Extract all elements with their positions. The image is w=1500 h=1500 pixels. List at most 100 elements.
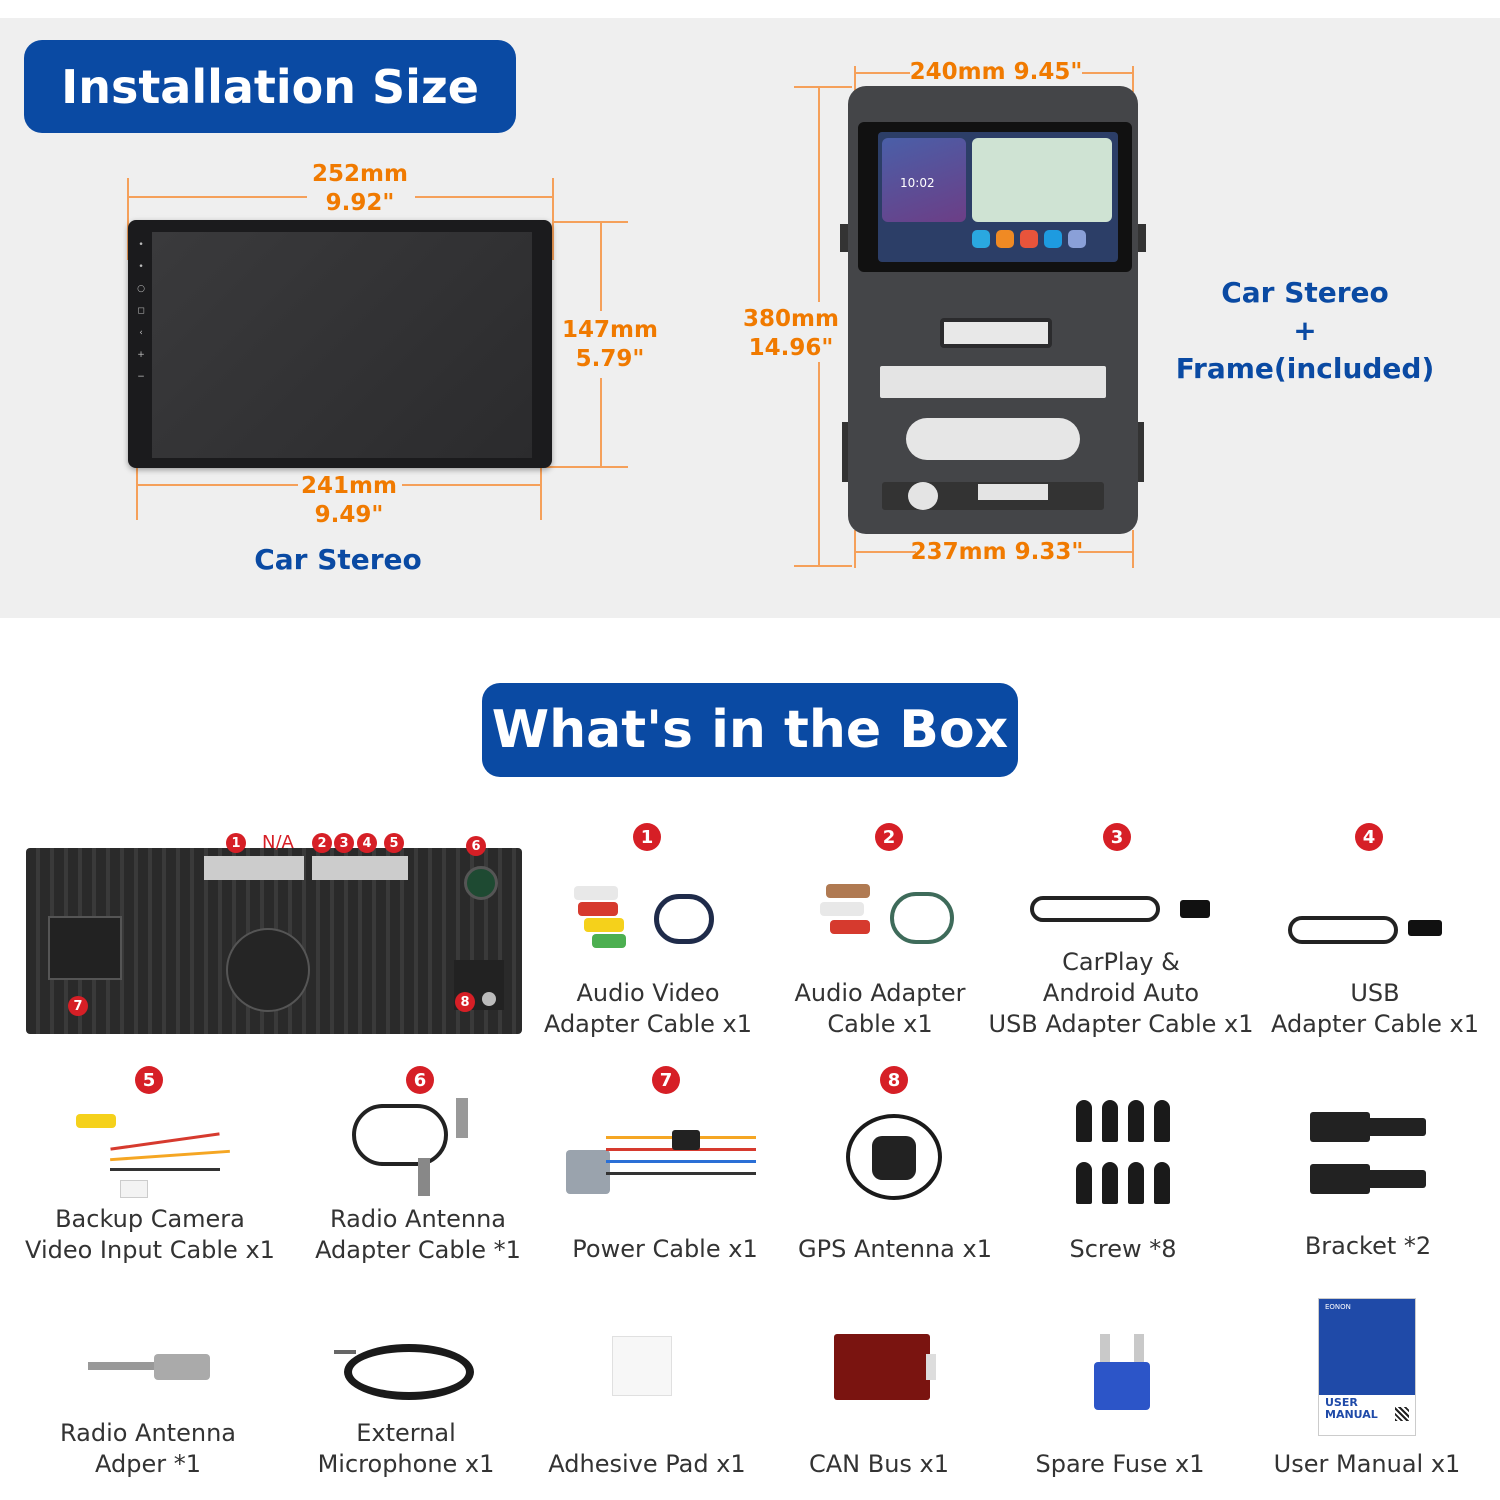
dim-line: [818, 86, 820, 302]
stereo-height: 147mm 5.79": [556, 316, 664, 374]
installation-size-banner: Installation Size: [24, 40, 516, 133]
power-port: [48, 916, 122, 980]
frame-width-bottom: 237mm 9.33": [910, 539, 1084, 565]
connector-block: [312, 856, 408, 880]
frame-screen: 10:02: [858, 122, 1132, 272]
app-icon: [972, 230, 990, 248]
frame-image: 10:02: [840, 86, 1146, 534]
can-bus-image: [834, 1334, 936, 1400]
dim-line: [552, 178, 554, 260]
port-badge: 8: [455, 992, 475, 1012]
dim-line: [794, 86, 852, 88]
brackets-image: [1310, 1112, 1426, 1196]
connector-block: [204, 856, 304, 880]
frame-height-mm: 380mm: [743, 306, 839, 332]
stereo-width-bottom-mm: 241mm: [301, 473, 397, 499]
dim-line: [402, 484, 542, 486]
item-badge: 1: [633, 823, 661, 851]
app-icon: [1020, 230, 1038, 248]
antenna-port: [464, 866, 498, 900]
frame-hole: [908, 482, 938, 510]
frame-slot: [940, 318, 1052, 348]
manual-cover-title: USER MANUAL: [1325, 1397, 1378, 1421]
dim-line: [854, 551, 916, 553]
dim-line: [552, 221, 628, 223]
item-badge: 3: [1103, 823, 1131, 851]
radio-antenna-cable-image: [352, 1098, 482, 1198]
port-na-label: N/A: [262, 832, 294, 853]
stereo-width-bottom-in: 9.49": [314, 502, 384, 528]
item-badge: 7: [652, 1066, 680, 1094]
item-badge: 4: [1355, 823, 1383, 851]
item-badge: 5: [135, 1066, 163, 1094]
whats-in-the-box-title: What's in the Box: [491, 700, 1009, 760]
dim-line: [136, 468, 138, 520]
item-label: Bracket *2: [1304, 1232, 1432, 1260]
frame-caption: Car Stereo + Frame(included): [1170, 274, 1440, 388]
fuse-image: [1094, 1334, 1150, 1410]
item-label: User Manual x1: [1273, 1450, 1461, 1478]
item-label: Radio Antenna Adper *1: [59, 1419, 236, 1478]
stereo-caption: Car Stereo: [254, 543, 422, 576]
dim-line: [1132, 66, 1134, 92]
gps-port-area: [454, 960, 504, 1010]
fan-grille: [226, 928, 310, 1012]
screen-app-dock: [972, 230, 1112, 254]
screen-map-widget: [972, 138, 1112, 222]
dim-line: [854, 72, 910, 74]
backup-camera-cable-image: [70, 1110, 230, 1200]
frame-height: 380mm 14.96": [738, 305, 844, 363]
frame-tab: [1138, 224, 1146, 252]
item-label: Spare Fuse x1: [1035, 1450, 1205, 1478]
port-badge: 7: [68, 996, 88, 1016]
frame-tab: [840, 224, 848, 252]
item-label: GPS Antenna x1: [798, 1235, 992, 1263]
app-icon: [1044, 230, 1062, 248]
port-badge: 6: [466, 836, 486, 856]
item-label: Audio Adapter Cable x1: [794, 979, 966, 1038]
qr-code-icon: [1395, 1407, 1409, 1421]
frame-caption-line2: +: [1293, 314, 1317, 347]
frame-tab: [842, 422, 848, 482]
port-badge: 5: [384, 833, 404, 853]
car-stereo-image: • • ○ ◻ ‹ + −: [128, 220, 552, 468]
carplay-usb-cable-image: [1030, 890, 1210, 930]
item-label: Power Cable x1: [572, 1235, 758, 1263]
dim-line: [127, 178, 129, 260]
app-icon: [1068, 230, 1086, 248]
item-badge: 6: [406, 1066, 434, 1094]
stereo-height-in: 5.79": [575, 346, 645, 372]
audio-cable-image: [820, 880, 956, 950]
frame-caption-line3: Frame(included): [1175, 352, 1435, 385]
port-badge: 1: [226, 833, 246, 853]
dim-line: [600, 378, 602, 468]
microphone-image: [334, 1340, 478, 1402]
dim-line: [1082, 72, 1134, 74]
screen-clock: 10:02: [900, 176, 935, 190]
item-label: Screw *8: [1069, 1235, 1177, 1263]
gps-port: [482, 992, 496, 1006]
stereo-height-mm: 147mm: [562, 317, 658, 343]
item-badge: 8: [880, 1066, 908, 1094]
screen-ui: 10:02: [878, 132, 1118, 262]
frame-cutout: [906, 418, 1080, 460]
stereo-width-top: 252mm 9.92": [300, 160, 420, 218]
item-label: Adhesive Pad x1: [548, 1450, 746, 1478]
frame-cutout: [880, 366, 1106, 398]
frame-caption-line1: Car Stereo: [1221, 276, 1389, 309]
av-cable-image: [574, 880, 716, 950]
stereo-back-panel: [26, 848, 522, 1034]
stereo-width-top-mm: 252mm: [312, 161, 408, 187]
gps-antenna-image: [846, 1114, 946, 1204]
adhesive-pad-image: [612, 1336, 672, 1396]
port-badge: 2: [312, 833, 332, 853]
dim-line: [818, 362, 820, 566]
dim-line: [415, 196, 554, 198]
frame-lower-slot: [882, 482, 1104, 510]
manual-cover-line2: MANUAL: [1325, 1408, 1378, 1421]
dim-line: [854, 530, 856, 568]
screws-image: [1072, 1100, 1172, 1206]
stereo-width-top-in: 9.92": [325, 190, 395, 216]
item-label: Audio Video Adapter Cable x1: [543, 979, 753, 1038]
dim-line: [127, 196, 307, 198]
